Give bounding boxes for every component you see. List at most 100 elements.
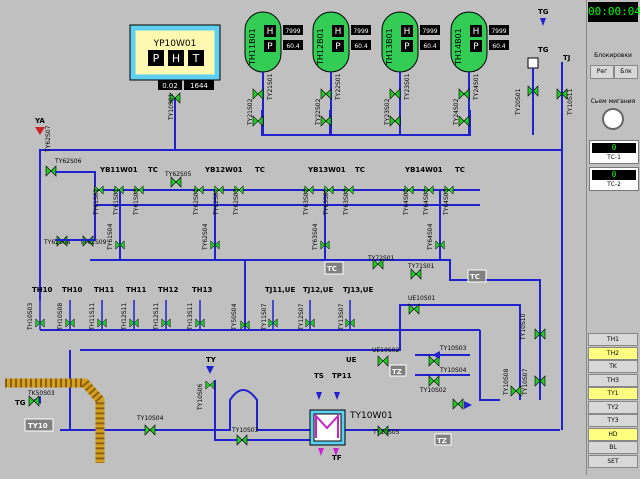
lbl-ty13s07: TY13S07 bbox=[338, 303, 345, 331]
tank-2-p: P bbox=[335, 42, 341, 52]
lbl-ty62s04: TY62S04 bbox=[202, 223, 209, 251]
tank-th11b01[interactable]: TH11B01 H P 7999 60.4 bbox=[244, 11, 303, 73]
lbl-tc-2: TC bbox=[255, 166, 265, 174]
lbl-yb12w01: YB12W01 bbox=[204, 166, 243, 174]
valve-ty23s02[interactable] bbox=[389, 88, 401, 100]
tz-box-3: TZ bbox=[437, 437, 447, 445]
block-title: Блокировки bbox=[594, 52, 632, 59]
nav-button-th1[interactable]: TH1 bbox=[588, 333, 638, 346]
tank-4-val1: 7999 bbox=[491, 28, 506, 35]
tank-1-val2: 60.4 bbox=[286, 43, 300, 50]
lbl-th12: TH12 bbox=[158, 286, 179, 294]
valve-ty23s01[interactable] bbox=[389, 115, 401, 127]
lbl-ty10s04-b: TY10S04 bbox=[136, 415, 164, 422]
lbl-ty64s04: TY64S04 bbox=[427, 223, 434, 251]
tank-th13b01[interactable]: TH13B01 H P 7999 60.4 bbox=[381, 11, 440, 73]
lbl-ty62s09: TY62S09 bbox=[79, 239, 107, 246]
lbl-ty62s03: TY62S03 bbox=[233, 188, 240, 216]
tank-4-name: TH14B01 bbox=[454, 28, 463, 66]
valve-ty21s01[interactable] bbox=[252, 115, 264, 127]
process-scheme: YP10W01 P H T 0.02 1644 TY10S01 TH11B01 … bbox=[5, 8, 574, 463]
tank-1-name: TH11B01 bbox=[248, 28, 257, 66]
main-tank-letter-p: P bbox=[153, 52, 160, 65]
lbl-yb11w01: YB11W01 bbox=[99, 166, 138, 174]
lbl-ty64s02: TY64S02 bbox=[403, 188, 410, 216]
tank-2-val2: 60.4 bbox=[354, 43, 368, 50]
nav-button-th2[interactable]: TH2 bbox=[588, 346, 638, 360]
lbl-ty10w01: TY10W01 bbox=[349, 411, 393, 421]
lbl-ty23s02: TY23S02 bbox=[384, 98, 391, 126]
valve-ty24s01[interactable] bbox=[458, 115, 470, 127]
lbl-tg-2: TG bbox=[538, 46, 549, 54]
main-tank-right-value: 1644 bbox=[190, 82, 208, 90]
lbl-ty10s11: TY10S11 bbox=[567, 88, 574, 116]
lbl-ty21s01: TY21S01 bbox=[267, 73, 274, 101]
tank-th14b01[interactable]: TH14B01 H P 7999 60.4 bbox=[450, 11, 509, 73]
lbl-ty64s03: TY64S03 bbox=[443, 188, 450, 216]
nav-button-th3[interactable]: TH3 bbox=[588, 373, 638, 387]
lbl-ty12s07: TY12S07 bbox=[298, 303, 305, 331]
heat-exchanger[interactable] bbox=[309, 409, 346, 446]
lbl-tj12: TJ12,UE bbox=[303, 286, 333, 294]
lbl-ty10s04-r: TY10S04 bbox=[439, 367, 467, 374]
th-valves[interactable] bbox=[35, 318, 355, 330]
tank-4-p: P bbox=[473, 42, 479, 52]
lbl-ty63s02: TY63S02 bbox=[303, 188, 310, 216]
lbl-ty63s03: TY63S03 bbox=[343, 188, 350, 216]
lbl-tj13: TJ13,UE bbox=[343, 286, 373, 294]
valve-ty22s01[interactable] bbox=[320, 115, 332, 127]
valve-ty22s02[interactable] bbox=[320, 88, 332, 100]
lbl-ty10s02: TY10S02 bbox=[419, 387, 447, 394]
yb-group-valves[interactable] bbox=[94, 185, 454, 250]
lbl-ty63s04: TY63S04 bbox=[312, 223, 319, 251]
lbl-th11-b: TH11 bbox=[126, 286, 147, 294]
tank-1-h: H bbox=[267, 27, 274, 37]
lbl-ty62s08: TY62S08 bbox=[43, 239, 71, 246]
lbl-ty10s07: TY10S07 bbox=[522, 368, 529, 396]
mimic-canvas: YP10W01 P H T 0.02 1644 TY10S01 TH11B01 … bbox=[5, 8, 574, 463]
lbl-ty62s06: TY62S06 bbox=[54, 158, 82, 165]
lbl-ue10s01: UE10S01 bbox=[408, 295, 435, 302]
lbl-ty22s01: TY22S01 bbox=[335, 73, 342, 101]
tank-1-p: P bbox=[267, 42, 273, 52]
reset-button[interactable] bbox=[602, 108, 624, 130]
nav-button-bl[interactable]: BL bbox=[588, 441, 638, 454]
nav-button-ty1[interactable]: TY1 bbox=[588, 387, 638, 400]
lbl-ty10s06: TY10S06 bbox=[197, 383, 204, 411]
nav-button-tk[interactable]: TK bbox=[588, 360, 638, 373]
blk-button[interactable]: Блк bbox=[614, 65, 638, 79]
lbl-ty72s01: TY72S01 bbox=[367, 255, 395, 262]
nav-button-hd[interactable]: HD bbox=[588, 427, 638, 441]
lbl-ty-b: TY bbox=[206, 356, 217, 364]
lbl-ts: TS bbox=[314, 372, 324, 380]
lbl-tf: TF bbox=[332, 454, 342, 462]
lbl-th11-a: TH11 bbox=[94, 286, 115, 294]
tank-th12b01[interactable]: TH12B01 H P 7999 60.4 bbox=[312, 11, 371, 73]
valve-ty24s02[interactable] bbox=[458, 88, 470, 100]
valve-ty21s02[interactable] bbox=[252, 88, 264, 100]
tank-2-h: H bbox=[335, 27, 342, 37]
tc-box-2: TC bbox=[470, 273, 480, 281]
lbl-ty22s02: TY22S02 bbox=[315, 98, 322, 126]
lbl-tj: TJ bbox=[563, 54, 570, 62]
nav-button-set[interactable]: SET bbox=[588, 454, 638, 468]
reg-button[interactable]: Рег bbox=[590, 65, 614, 79]
lbl-th10s03: TH10S03 bbox=[27, 303, 34, 331]
tank-3-val2: 60.4 bbox=[423, 43, 437, 50]
tank-4-val2: 60.4 bbox=[492, 43, 506, 50]
nav-button-ty3[interactable]: TY3 bbox=[588, 414, 638, 427]
lbl-yb14w01: YB14W01 bbox=[404, 166, 443, 174]
lbl-th10s08: TH10S08 bbox=[57, 303, 64, 331]
nav-button-ty2[interactable]: TY2 bbox=[588, 400, 638, 414]
clock: 00:00:04 bbox=[588, 2, 640, 22]
lbl-ty62s02: TY62S02 bbox=[193, 188, 200, 216]
main-tank-valve-label: TY10S01 bbox=[168, 93, 175, 121]
main-tank-name: YP10W01 bbox=[153, 39, 197, 49]
lbl-ty24s01: TY24S01 bbox=[473, 73, 480, 101]
lbl-th11s11: TH11S11 bbox=[89, 303, 96, 331]
lbl-ty21s02: TY21S02 bbox=[247, 98, 254, 126]
lbl-ty23s01: TY23S01 bbox=[404, 73, 411, 101]
tank-3-p: P bbox=[404, 42, 410, 52]
main-tank[interactable]: YP10W01 P H T 0.02 1644 bbox=[129, 24, 221, 90]
lbl-ty20s01: TY20S01 bbox=[515, 88, 522, 116]
